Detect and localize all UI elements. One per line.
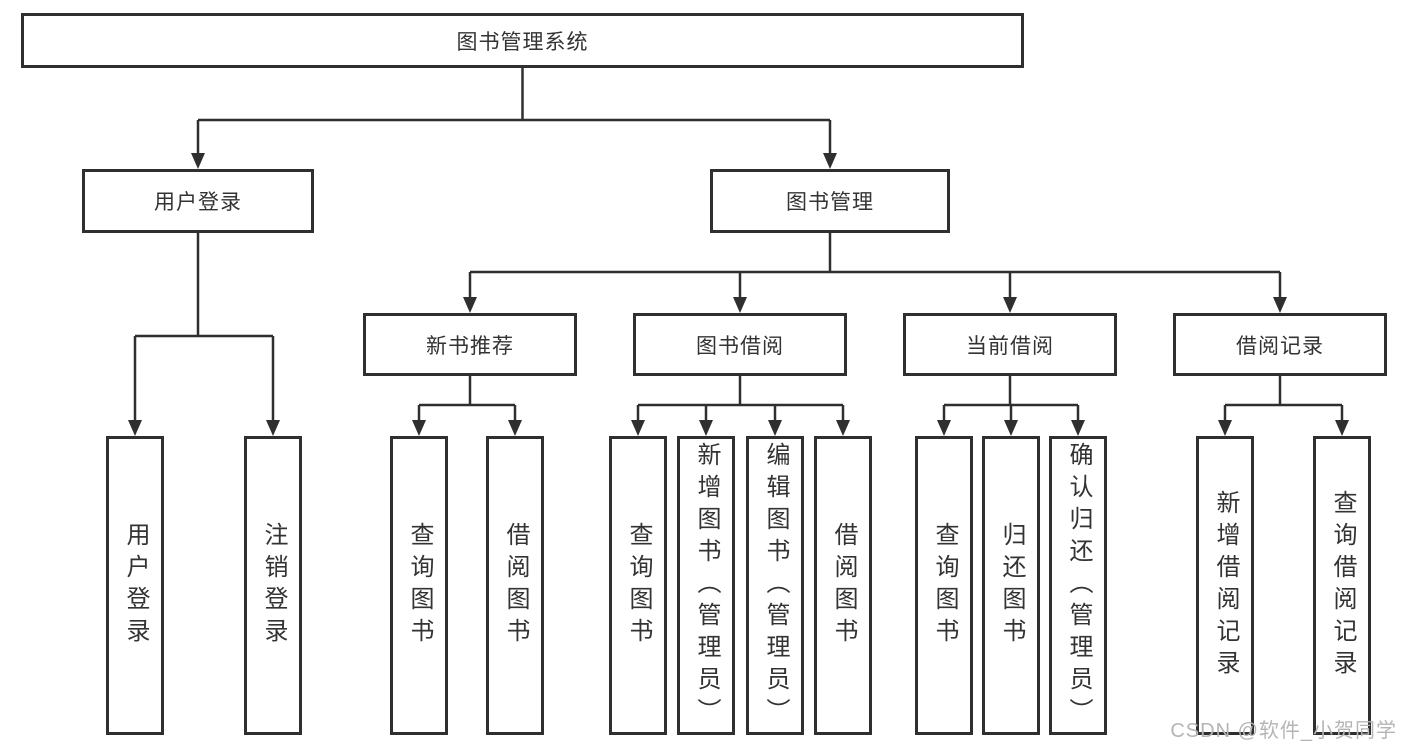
arrowhead-icon bbox=[128, 420, 142, 436]
arrowhead-icon bbox=[1218, 420, 1232, 436]
node-bor-edit-books: 编辑图书（管理员） bbox=[746, 436, 804, 735]
node-borrowing-records: 借阅记录 bbox=[1173, 313, 1387, 376]
node-cur-query-books: 查询图书 bbox=[915, 436, 973, 735]
arrowhead-icon bbox=[508, 420, 522, 436]
node-bor-query-books: 查询图书 bbox=[609, 436, 667, 735]
arrowhead-icon bbox=[631, 420, 645, 436]
arrowhead-icon bbox=[836, 420, 850, 436]
arrowhead-icon bbox=[412, 420, 426, 436]
node-bor-borrow-books: 借阅图书 bbox=[814, 436, 872, 735]
node-rec-borrow-books: 借阅图书 bbox=[486, 436, 544, 735]
node-leaf-logout: 注销登录 bbox=[244, 436, 302, 735]
node-rec-query-books: 查询图书 bbox=[390, 436, 448, 735]
node-current-borrowing: 当前借阅 bbox=[903, 313, 1117, 376]
arrowhead-icon bbox=[768, 420, 782, 436]
arrowhead-icon bbox=[191, 153, 205, 169]
node-leaf-user-login: 用户登录 bbox=[106, 436, 164, 735]
arrowhead-icon bbox=[266, 420, 280, 436]
arrowhead-icon bbox=[733, 297, 747, 313]
arrowhead-icon bbox=[937, 420, 951, 436]
node-root: 图书管理系统 bbox=[21, 13, 1024, 68]
node-cur-confirm-return: 确认归还（管理员） bbox=[1049, 436, 1107, 735]
arrowhead-icon bbox=[1335, 420, 1349, 436]
node-new-book-recommend: 新书推荐 bbox=[363, 313, 577, 376]
arrowhead-icon bbox=[463, 297, 477, 313]
node-book-management: 图书管理 bbox=[710, 169, 950, 233]
arrowhead-icon bbox=[1003, 297, 1017, 313]
arrowhead-icon bbox=[699, 420, 713, 436]
node-log-query-record: 查询借阅记录 bbox=[1313, 436, 1371, 735]
node-cur-return-books: 归还图书 bbox=[982, 436, 1040, 735]
arrowhead-icon bbox=[1004, 420, 1018, 436]
watermark: CSDN @软件_小贺同学 bbox=[1170, 720, 1397, 742]
node-log-add-record: 新增借阅记录 bbox=[1196, 436, 1254, 735]
node-book-borrowing: 图书借阅 bbox=[633, 313, 847, 376]
arrowhead-icon bbox=[823, 153, 837, 169]
node-bor-add-books: 新增图书（管理员） bbox=[677, 436, 735, 735]
node-user-login: 用户登录 bbox=[82, 169, 314, 233]
arrowhead-icon bbox=[1071, 420, 1085, 436]
arrowhead-icon bbox=[1273, 297, 1287, 313]
